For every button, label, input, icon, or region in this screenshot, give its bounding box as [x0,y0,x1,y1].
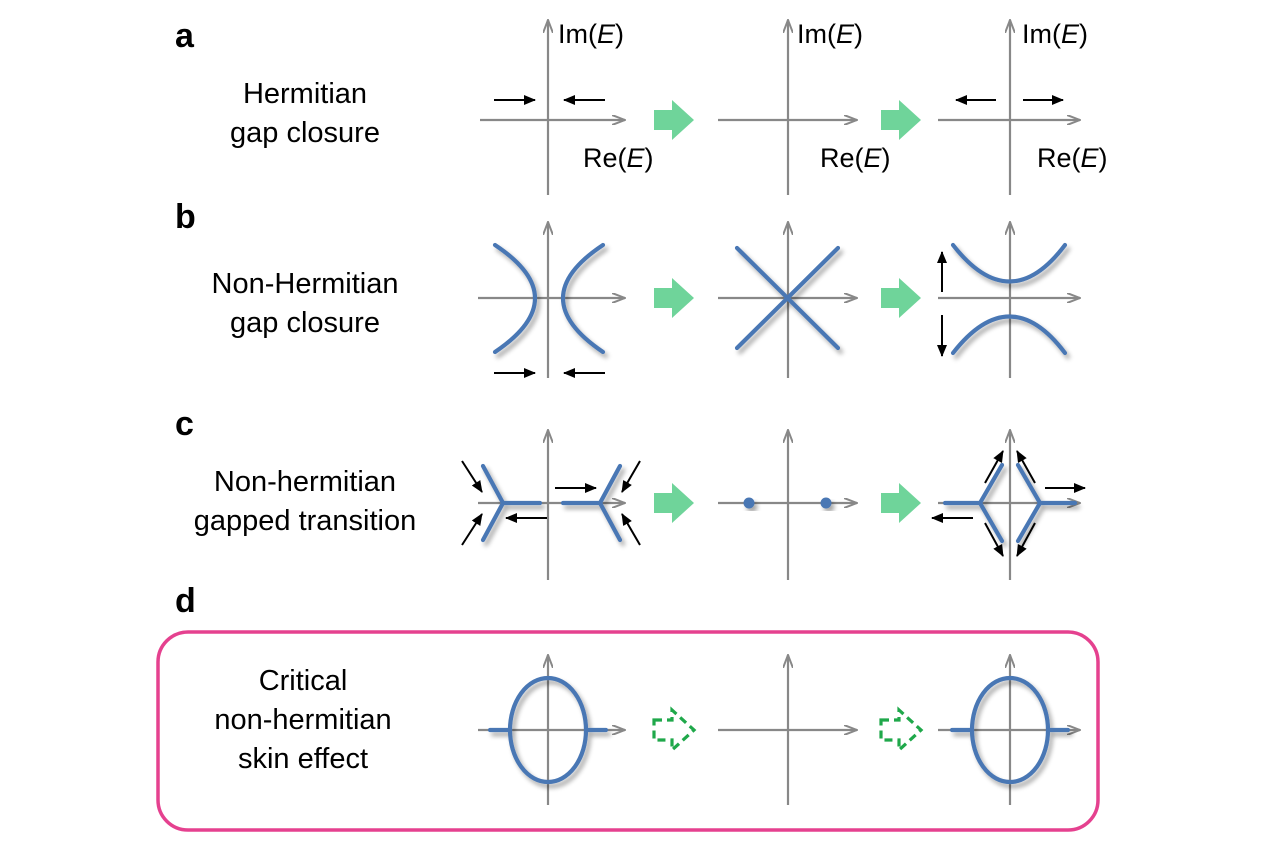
im-axis-label: Im(E) [1022,19,1088,49]
im-axis-label: Im(E) [797,19,863,49]
plot-a3: Im(E) Re(E) [938,19,1108,195]
spectrum-hyperbola-right [561,242,606,355]
plot-a1: Im(E) Re(E) [480,19,654,195]
re-axis-label: Re(E) [583,143,654,173]
row-title-b-line2: gap closure [230,307,380,339]
panel-label-b: b [175,198,196,236]
row-title-d-line3: skin effect [238,743,368,775]
row-title-a-line2: gap closure [230,117,380,149]
plot-c1 [461,430,641,580]
arrow-diagonal-icon [984,522,1004,557]
arrow-diagonal-icon [461,460,483,493]
spectrum-y-junction-right [1015,462,1078,544]
panel-d: d Critical non-hermitian skin effect [156,582,1100,832]
highlight-box [156,630,1100,832]
plot-d2 [718,655,857,805]
spectrum-line-diag2 [734,245,841,351]
panel-a: a Hermitian gap closure Im(E) Re(E) Im(E… [175,17,1108,195]
spectrum-point-left [743,497,755,509]
arrow-diagonal-icon [984,450,1004,484]
plot-b3 [937,222,1080,378]
arrow-diagonal-icon [621,460,641,493]
solid-green-arrow [654,278,694,318]
plot-d1 [478,655,625,805]
solid-green-arrow [881,483,921,523]
spectrum-y-junction-right [560,463,623,543]
row-title-d-line1: Critical [259,665,348,697]
plot-c2 [718,430,857,580]
solid-green-arrow [654,483,694,523]
spectrum-point-right [820,497,832,509]
panel-b: b Non-Hermitian gap closure [175,198,1080,378]
solid-green-arrow [654,100,694,140]
spectrum-hyperbola-left [492,242,537,355]
row-title-b-line1: Non-Hermitian [212,268,399,300]
panel-label-d: d [175,582,196,620]
panel-c: c Non-hermitian gapped transition [175,405,1086,580]
solid-green-arrow [881,278,921,318]
arrow-diagonal-icon [1016,522,1036,557]
dashed-green-arrow [879,708,923,752]
spectrum-y-junction-left [942,462,1005,544]
panel-label-a: a [175,17,195,55]
arrow-diagonal-icon [461,513,483,546]
spectrum-loop [969,675,1051,785]
row-title-d-line2: non-hermitian [214,704,391,736]
spectrum-y-junction-left [480,463,543,543]
arrow-diagonal-icon [621,513,641,546]
re-axis-label: Re(E) [820,143,891,173]
row-title-a-line1: Hermitian [243,78,367,110]
solid-green-arrow [881,100,921,140]
re-axis-label: Re(E) [1037,143,1108,173]
im-axis-label: Im(E) [558,19,624,49]
plot-b1 [478,222,625,378]
row-title-c-line2: gapped transition [194,505,417,537]
spectrum-branch-upper [950,242,1068,284]
plot-a2: Im(E) Re(E) [718,19,891,195]
row-title-c-line1: Non-hermitian [214,466,396,498]
plot-d3 [938,655,1080,805]
plot-c3 [931,430,1086,580]
arrow-diagonal-icon [1016,450,1036,484]
plot-b2 [718,222,857,378]
spectrum-loop [507,675,589,785]
panel-label-c: c [175,405,194,443]
spectrum-branch-lower [950,314,1068,356]
dashed-green-arrow [652,708,696,752]
